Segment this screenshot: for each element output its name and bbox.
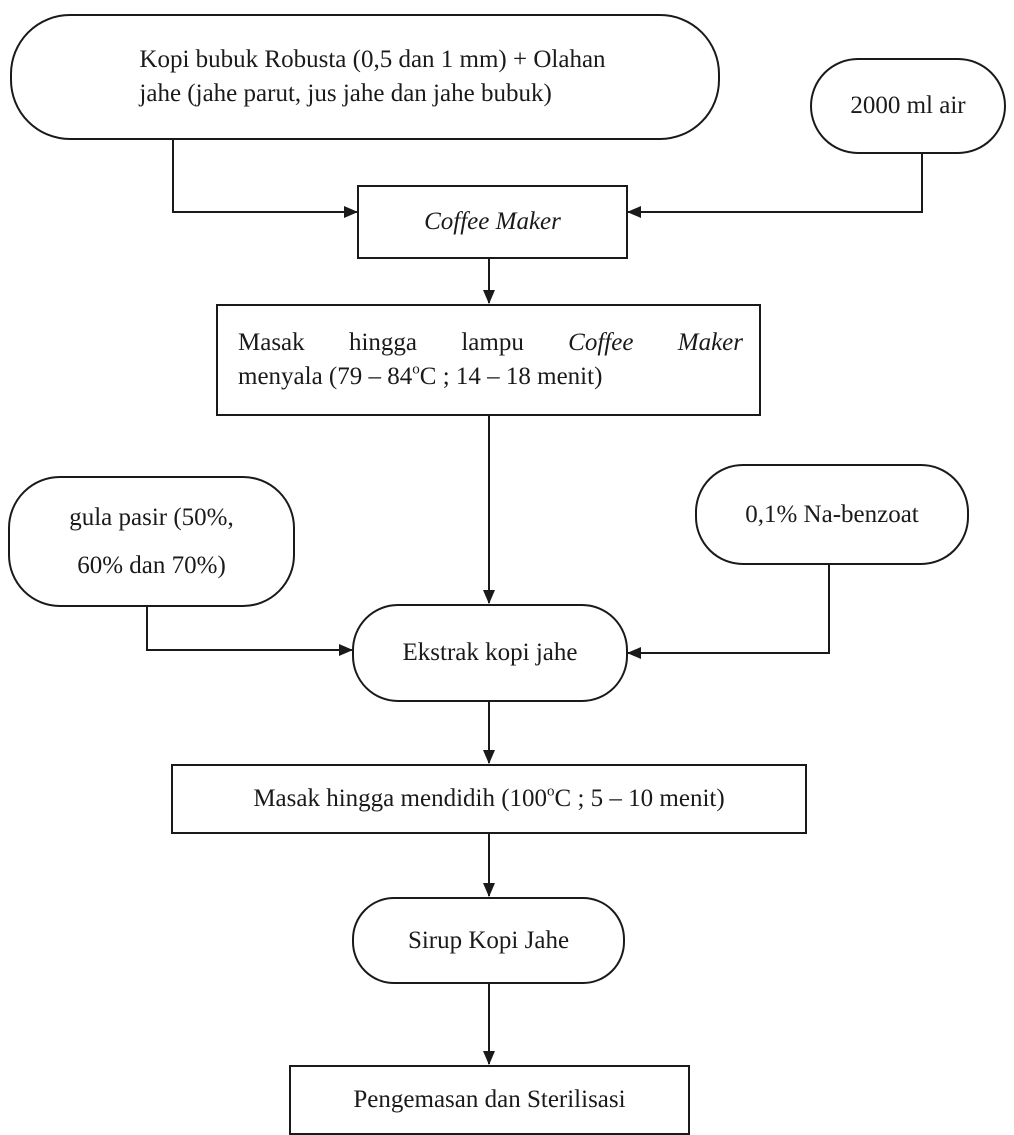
node-packaging-sterilization: Pengemasan dan Sterilisasi [289, 1065, 690, 1135]
arrow-benzoate-to-extract [627, 563, 830, 659]
arrow-water-to-maker [627, 152, 923, 218]
syrup-label: Sirup Kopi Jahe [407, 926, 570, 954]
node-benzoate-input: 0,1% Na-benzoat [695, 464, 969, 565]
node-coffee-ginger-syrup: Sirup Kopi Jahe [352, 897, 625, 984]
packaging-label: Pengemasan dan Sterilisasi [353, 1086, 626, 1114]
coffee-input-line-1: Kopi bubuk Robusta (0,5 dan 1 mm) + Olah… [139, 46, 606, 74]
extract-label: Ekstrak kopi jahe [402, 639, 578, 667]
cook-step-line-1: Masak hingga lampu Coffee Maker [238, 329, 743, 357]
coffee-maker-label: Coffee Maker [424, 208, 561, 236]
sugar-input-line-1: gula pasir (50%, [69, 503, 234, 531]
arrow-sugar-to-extract [146, 605, 353, 656]
node-water-input: 2000 ml air [810, 58, 1006, 154]
node-boil-step: Masak hingga mendidih (100oC ; 5 – 10 me… [171, 764, 807, 834]
node-sugar-input: gula pasir (50%, 60% dan 70%) [8, 476, 295, 607]
node-coffee-maker: Coffee Maker [357, 185, 628, 259]
node-coffee-ginger-extract: Ekstrak kopi jahe [352, 604, 628, 702]
coffee-input-line-2: jahe (jahe parut, jus jahe dan jahe bubu… [139, 80, 552, 107]
water-input-label: 2000 ml air [850, 92, 966, 120]
benzoate-input-label: 0,1% Na-benzoat [745, 500, 919, 528]
boil-step-label: Masak hingga mendidih (100oC ; 5 – 10 me… [253, 783, 725, 813]
sugar-input-line-2: 60% dan 70%) [77, 551, 226, 579]
node-coffee-ginger-input: Kopi bubuk Robusta (0,5 dan 1 mm) + Olah… [10, 14, 720, 140]
arrow-coffee-to-maker [172, 138, 358, 218]
cook-step-line-2: menyala (79 – 84oC ; 14 – 18 menit) [238, 361, 603, 390]
node-cook-step: Masak hingga lampu Coffee Maker menyala … [216, 304, 761, 416]
